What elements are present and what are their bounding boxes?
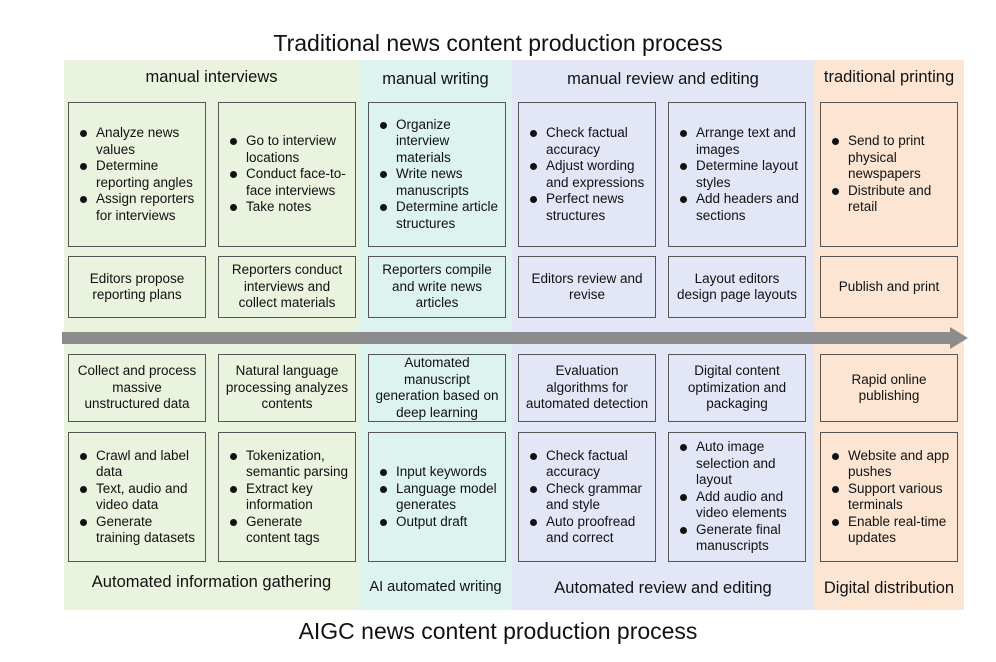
step-box-layout-editors: Layout editors design page layouts — [668, 256, 806, 318]
bottom-title: AIGC news content production process — [298, 618, 698, 644]
task-box-analyze: Analyze news values Determine reporting … — [68, 102, 206, 247]
column-header-manual-writing: manual writing — [382, 70, 489, 88]
task-item: Crawl and label data — [77, 448, 199, 481]
column-footer-digital-distribution: Digital distribution — [823, 579, 955, 597]
task-item: Adjust wording and expressions — [527, 158, 649, 191]
column-header-traditional-printing: traditional printing — [823, 68, 955, 86]
task-item: Website and app pushes — [829, 448, 951, 481]
task-item: Enable real-time updates — [829, 514, 951, 547]
step-box-editors-propose: Editors propose reporting plans — [68, 256, 206, 318]
step-box-nlp: Natural language processing analyzes con… — [218, 354, 356, 422]
task-box-arrange-text: Arrange text and images Determine layout… — [668, 102, 806, 247]
task-box-input-keywords: Input keywords Language model generates … — [368, 432, 506, 562]
column-review: manual review and editing Check factual … — [512, 60, 814, 610]
step-box-reporters-compile: Reporters compile and write news article… — [368, 256, 506, 318]
task-item: Generate training datasets — [77, 514, 199, 547]
task-box-tokenization: Tokenization, semantic parsing Extract k… — [218, 432, 356, 562]
task-item: Perfect news structures — [527, 191, 649, 224]
step-box-automated-manuscript: Automated manuscript generation based on… — [368, 354, 506, 422]
top-title: Traditional news content production proc… — [273, 30, 723, 56]
task-item: Assign reporters for interviews — [77, 191, 199, 224]
task-item: Support various terminals — [829, 481, 951, 514]
task-item: Language model generates — [377, 481, 499, 514]
step-box-evaluation-algorithms: Evaluation algorithms for automated dete… — [518, 354, 656, 422]
step-box-reporters-conduct: Reporters conduct interviews and collect… — [218, 256, 356, 318]
task-item: Analyze news values — [77, 125, 199, 158]
task-item: Input keywords — [377, 464, 499, 481]
step-box-collect-data: Collect and process massive unstructured… — [68, 354, 206, 422]
task-item: Generate content tags — [227, 514, 349, 547]
task-box-check-accuracy: Check factual accuracy Adjust wording an… — [518, 102, 656, 247]
task-item: Check grammar and style — [527, 481, 649, 514]
task-item: Distribute and retail — [829, 183, 951, 216]
column-header-manual-review-and-editing: manual review and editing — [567, 70, 759, 88]
task-item: Generate final manuscripts — [677, 522, 799, 555]
task-item: Check factual accuracy — [527, 448, 649, 481]
task-item: Tokenization, semantic parsing — [227, 448, 349, 481]
column-footer-automated-information-gathering: Automated information gathering — [91, 573, 332, 591]
task-item: Output draft — [377, 514, 499, 531]
task-item: Text, audio and video data — [77, 481, 199, 514]
task-box-send-to-print: Send to print physical newspapers Distri… — [820, 102, 958, 247]
task-item: Arrange text and images — [677, 125, 799, 158]
task-item: Determine article structures — [377, 199, 499, 232]
task-item: Auto proofread and correct — [527, 514, 649, 547]
task-item: Extract key information — [227, 481, 349, 514]
step-box-rapid-online: Rapid online publishing — [820, 354, 958, 422]
task-item: Conduct face-to-face interviews — [227, 166, 349, 199]
task-item: Auto image selection and layout — [677, 439, 799, 489]
task-item: Add audio and video elements — [677, 489, 799, 522]
task-item: Go to interview locations — [227, 133, 349, 166]
task-box-auto-image: Auto image selection and layout Add audi… — [668, 432, 806, 562]
task-item: Add headers and sections — [677, 191, 799, 224]
column-header-manual-interviews: manual interviews — [145, 68, 278, 86]
task-item: Organize interview materials — [377, 117, 499, 167]
task-box-interview: Go to interview locations Conduct face-t… — [218, 102, 356, 247]
arrow-shape — [62, 327, 968, 349]
step-box-digital-optimization: Digital content optimization and packagi… — [668, 354, 806, 422]
task-item: Determine reporting angles — [77, 158, 199, 191]
task-box-organize: Organize interview materials Write news … — [368, 102, 506, 247]
task-item: Write news manuscripts — [377, 166, 499, 199]
step-box-publish-print: Publish and print — [820, 256, 958, 318]
task-box-check-grammar: Check factual accuracy Check grammar and… — [518, 432, 656, 562]
task-box-crawl: Crawl and label data Text, audio and vid… — [68, 432, 206, 562]
process-arrow — [62, 327, 968, 349]
task-item: Take notes — [227, 199, 349, 216]
task-item: Determine layout styles — [677, 158, 799, 191]
step-box-editors-review: Editors review and revise — [518, 256, 656, 318]
column-footer-ai-automated-writing: AI automated writing — [369, 579, 502, 595]
task-item: Check factual accuracy — [527, 125, 649, 158]
task-box-website-pushes: Website and app pushes Support various t… — [820, 432, 958, 562]
column-footer-automated-review-and-editing: Automated review and editing — [554, 579, 772, 597]
task-item: Send to print physical newspapers — [829, 133, 951, 183]
